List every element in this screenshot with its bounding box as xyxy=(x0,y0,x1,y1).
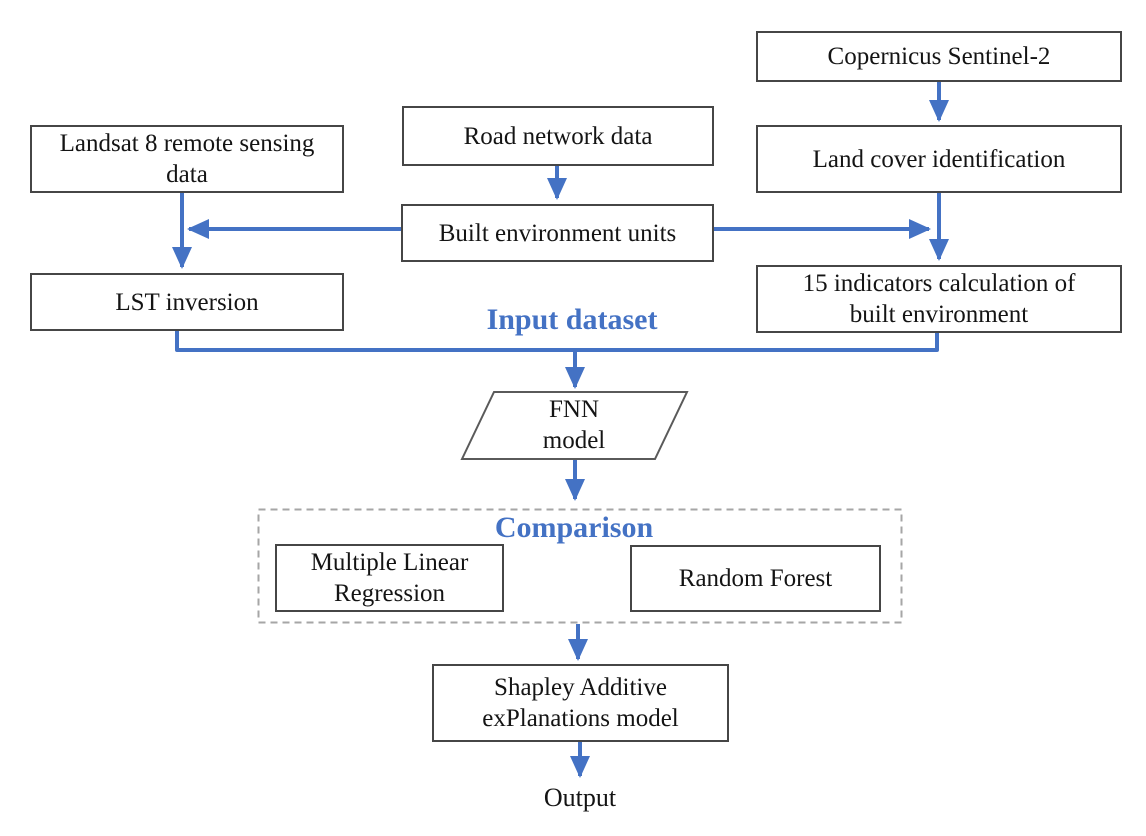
landsat-label: Landsat 8 remote sensing data xyxy=(59,130,315,188)
node-multiple-linear-regression: Multiple Linear Regression xyxy=(275,544,504,612)
mlr-label: Multiple Linear Regression xyxy=(310,549,469,607)
node-road-network-data: Road network data xyxy=(402,106,714,166)
input-dataset-label: Input dataset xyxy=(486,303,658,336)
indicators-label: 15 indicators calculation of built envir… xyxy=(802,270,1076,328)
node-built-environment-units: Built environment units xyxy=(401,204,714,262)
node-landsat8-data: Landsat 8 remote sensing data xyxy=(30,125,344,193)
shap-label: Shapley Additive exPlanations model xyxy=(482,674,679,732)
copernicus-label: Copernicus Sentinel-2 xyxy=(827,43,1051,70)
land-cover-label: Land cover identification xyxy=(812,145,1066,173)
output-label: Output xyxy=(543,783,617,812)
comparison-label: Comparison xyxy=(494,511,654,544)
node-lst-inversion: LST inversion xyxy=(30,273,344,331)
road-network-label: Road network data xyxy=(463,122,653,150)
node-shap-model: Shapley Additive exPlanations model xyxy=(432,664,729,742)
fnn-model-label: FNN model xyxy=(542,396,606,454)
fnn-parallelogram xyxy=(460,391,689,460)
lst-inversion-label: LST inversion xyxy=(115,288,259,316)
random-forest-label: Random Forest xyxy=(678,565,833,592)
comparison-dashed-box xyxy=(257,508,903,624)
input-collector-line xyxy=(175,331,939,352)
node-copernicus-sentinel2: Copernicus Sentinel-2 xyxy=(756,31,1122,82)
node-indicators-calculation: 15 indicators calculation of built envir… xyxy=(756,265,1122,333)
built-env-label: Built environment units xyxy=(438,219,677,247)
node-land-cover-identification: Land cover identification xyxy=(756,125,1122,193)
node-random-forest: Random Forest xyxy=(630,545,881,612)
